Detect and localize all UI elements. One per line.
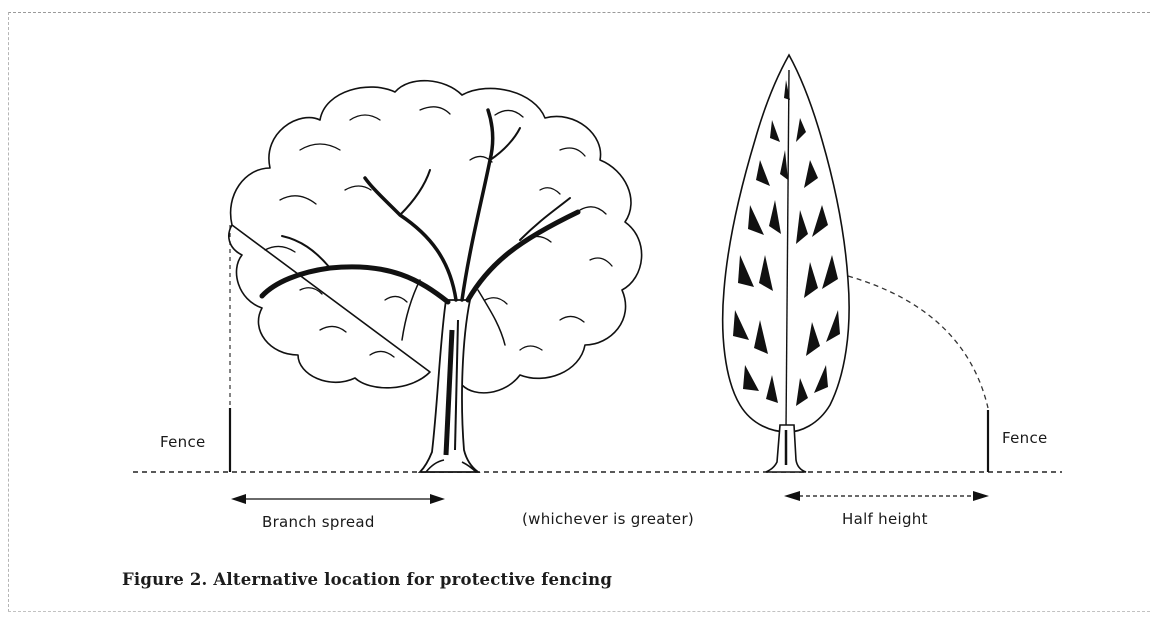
whichever-label: (whichever is greater) [522, 510, 694, 528]
branch-spread-label: Branch spread [262, 513, 375, 531]
figure-caption: Figure 2. Alternative location for prote… [122, 570, 612, 589]
fence-label-left: Fence [160, 433, 206, 451]
half-height-arc [848, 276, 988, 408]
tree-canopy-outline [229, 81, 642, 393]
half-height-arrow [784, 491, 989, 501]
columnar-conifer-tree-icon [723, 55, 849, 472]
branch-spread-arrow [231, 494, 445, 504]
fence-label-right: Fence [1002, 429, 1048, 447]
broad-canopy-tree-icon [229, 81, 642, 472]
half-height-label: Half height [842, 510, 928, 528]
